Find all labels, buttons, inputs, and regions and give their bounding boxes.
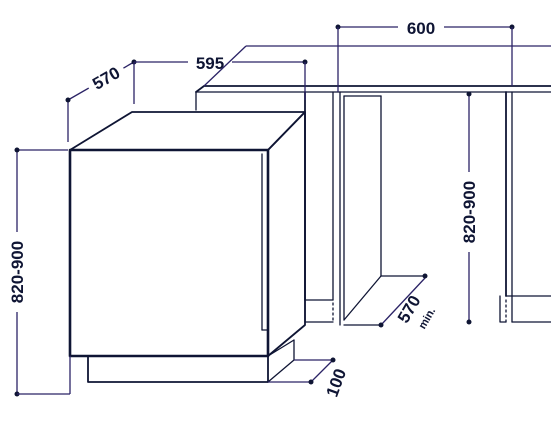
dishwasher-appliance: [68, 111, 306, 383]
label-niche-height: 820-900: [460, 181, 479, 243]
dim-niche-width: 600: [203, 17, 551, 92]
label-appliance-width: 595: [196, 54, 224, 73]
dim-appliance-depth: 570: [65, 59, 137, 142]
label-appliance-height: 820-900: [8, 241, 27, 303]
niche-cabinet: [195, 85, 551, 326]
dim-niche-height: 820-900: [459, 91, 481, 325]
dim-niche-depth: 570 min.: [378, 273, 438, 331]
dim-plinth-height: 100: [268, 357, 351, 399]
dim-appliance-width: 595: [134, 52, 308, 100]
dim-appliance-height: 820-900: [7, 147, 71, 397]
label-plinth-height: 100: [323, 366, 351, 399]
label-niche-width: 600: [407, 19, 435, 38]
